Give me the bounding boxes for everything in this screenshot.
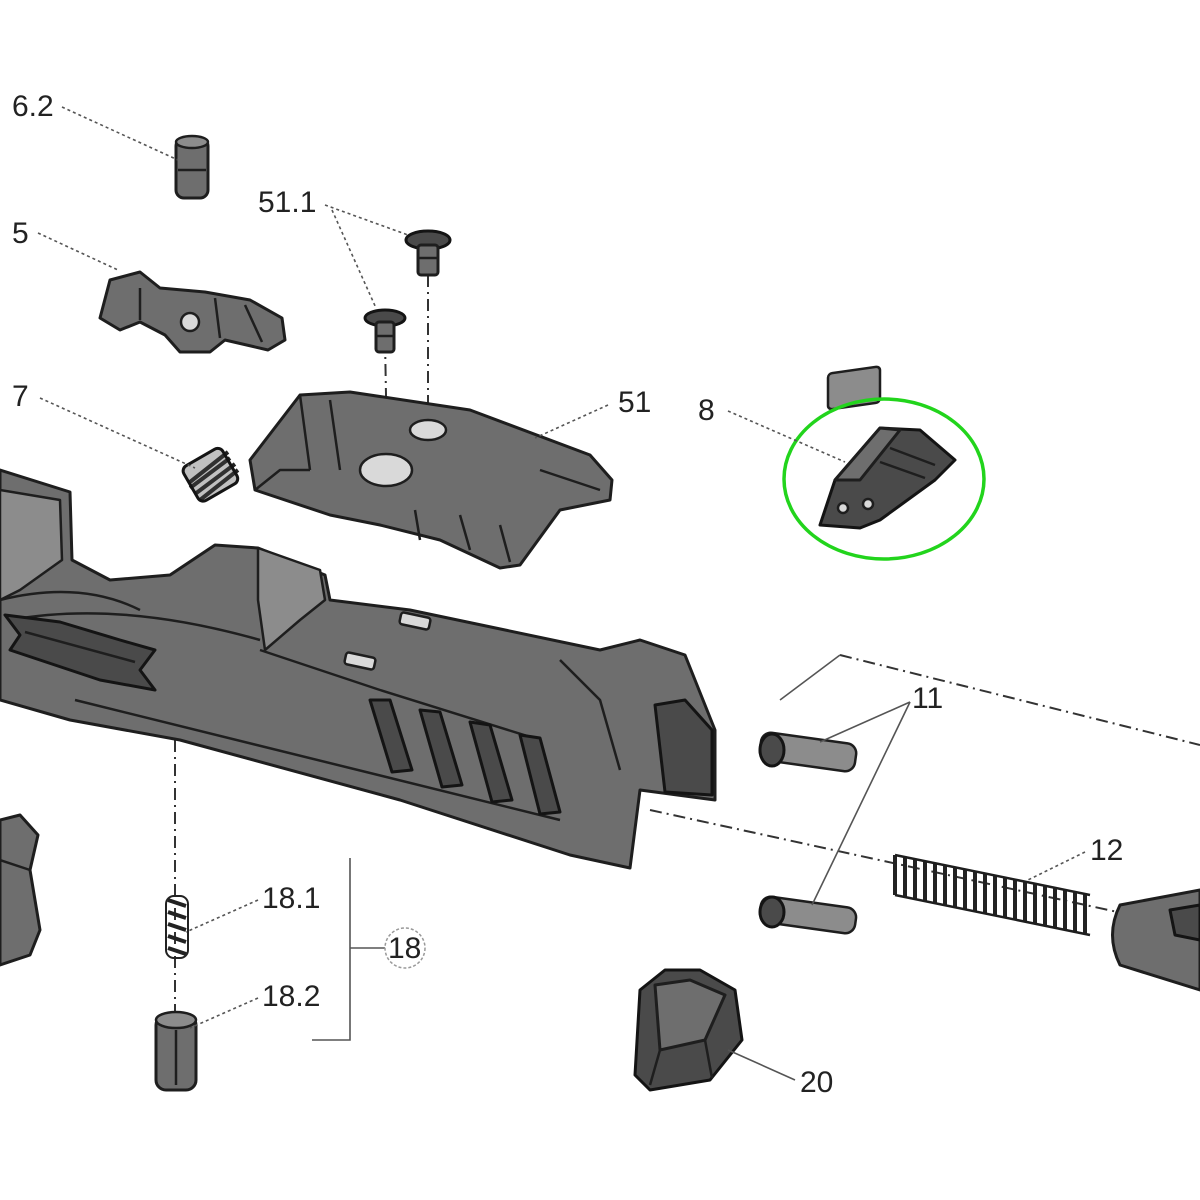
- part-18-2-plunger: [154, 1010, 198, 1092]
- part-11-pins: [758, 731, 858, 935]
- label-51: 51: [618, 386, 651, 419]
- logo-banner: [3, 613, 157, 692]
- label-18-circle: [384, 927, 426, 969]
- label-7: 7: [12, 380, 29, 413]
- part-51-cover-plate: [248, 390, 614, 570]
- label-18-1: 18.1: [262, 882, 320, 915]
- part-18-1-spring: [165, 895, 189, 959]
- label-5: 5: [12, 217, 29, 250]
- label-18: 18: [388, 932, 421, 965]
- part-8-rear-sight: [818, 365, 957, 530]
- part-5-lever: [98, 270, 287, 354]
- partial-part-right: [1111, 888, 1200, 992]
- label-51-1: 51.1: [258, 186, 316, 219]
- label-6-2: 6.2: [12, 90, 54, 123]
- label-11: 11: [912, 682, 943, 715]
- part-12-recoil-spring: [893, 853, 1091, 937]
- group-bracket-18: [312, 858, 385, 1041]
- label-12: 12: [1090, 834, 1123, 867]
- part-51-1-screws: [363, 229, 452, 354]
- part-6-2-sleeve: [174, 134, 210, 200]
- part-20-front-sight: [633, 968, 744, 1092]
- label-20: 20: [800, 1066, 833, 1099]
- label-18-2: 18.2: [262, 980, 320, 1013]
- partial-part-left: [0, 813, 42, 967]
- reference-labels: 6.2 5 51.1 7 51 8 11 12 18.1 18 18.2 20: [12, 90, 1123, 1099]
- highlight-circle: [782, 397, 986, 561]
- label-8: 8: [698, 394, 715, 427]
- slide-body: [0, 468, 717, 870]
- leader-lines: [37, 106, 1086, 1081]
- part-7-spring: [181, 446, 240, 503]
